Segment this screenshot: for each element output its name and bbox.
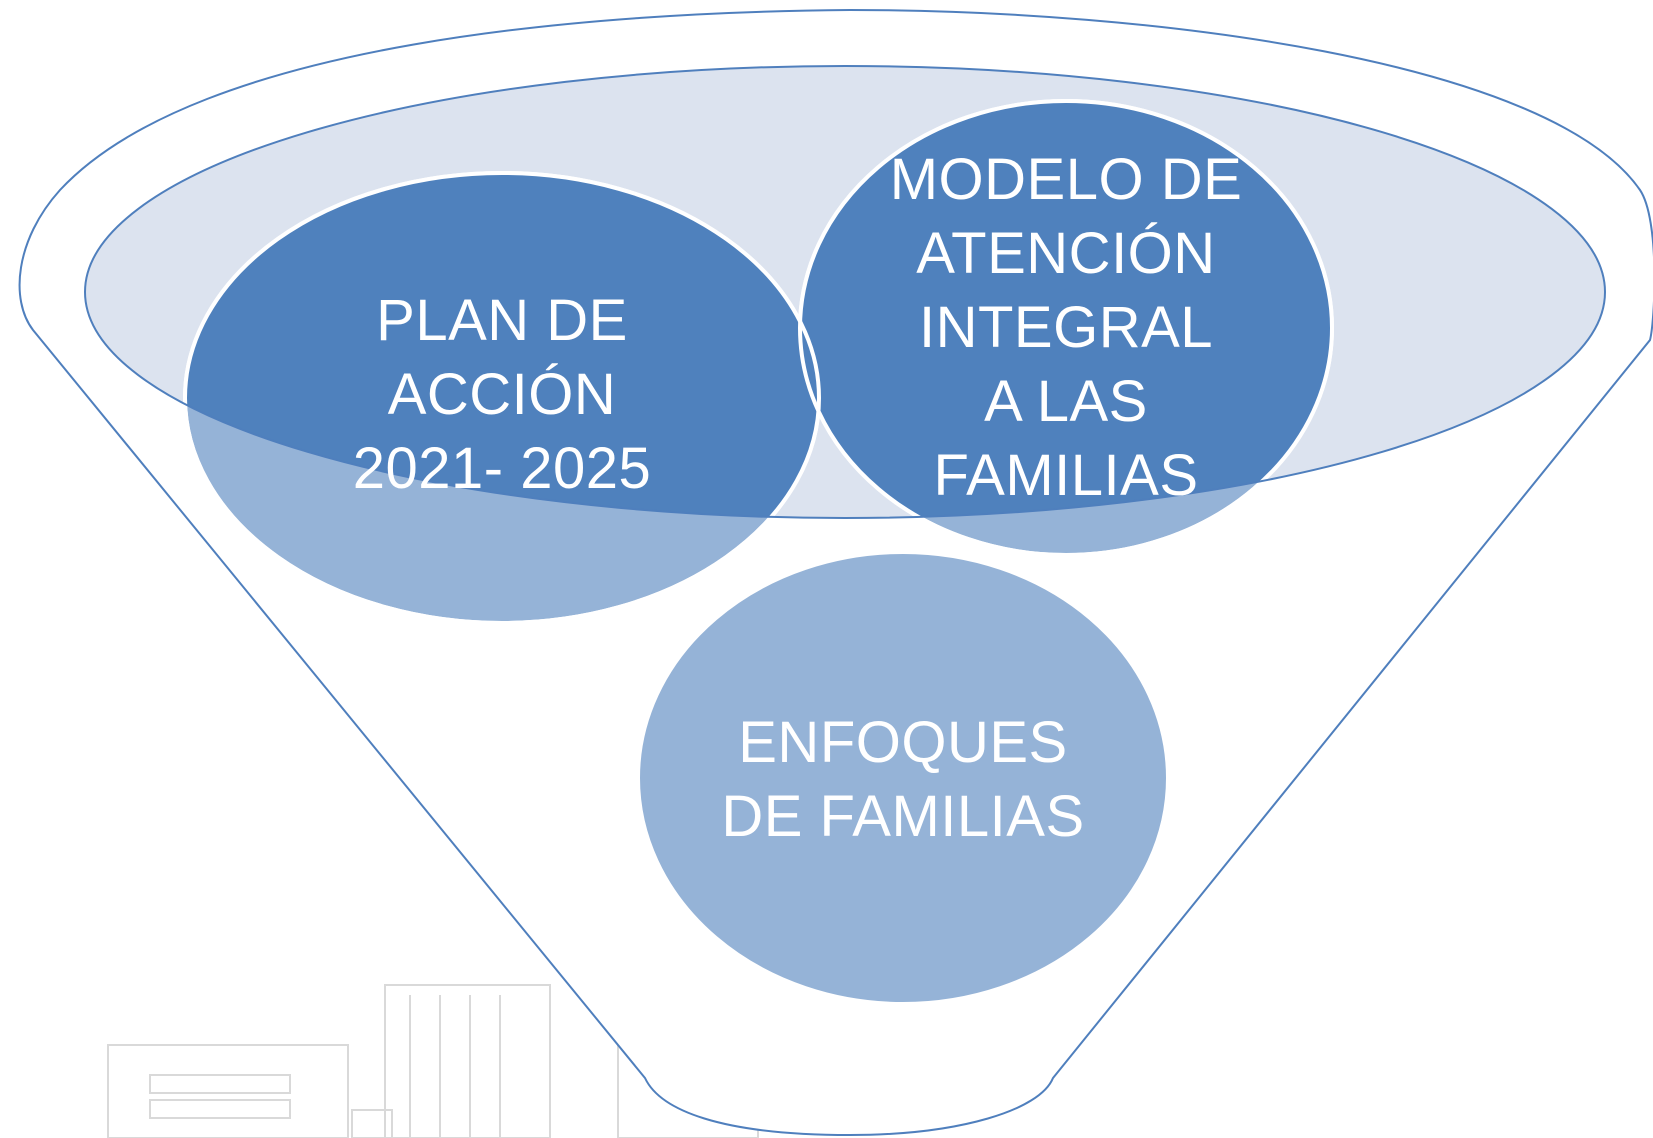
funnel-rim-outline: [84, 65, 1606, 519]
modelo-circle-outline: [798, 99, 1334, 557]
plan-label-line-3: 2021- 2025: [352, 436, 652, 501]
modelo-label-line-3: INTEGRAL: [918, 294, 1214, 360]
modelo-label-line-2: ATENCIÓN: [916, 220, 1216, 286]
plan-label: PLAN DE ACCIÓN 2021- 2025: [302, 260, 702, 530]
enfoques-circle: [636, 550, 1170, 1006]
enfoques-label-line-2: DE FAMILIAS: [721, 784, 1085, 849]
enfoques-label: ENFOQUES DE FAMILIAS: [703, 700, 1103, 860]
plan-label-line-1: PLAN DE: [376, 288, 628, 353]
modelo-label-line-5: FAMILIAS: [933, 442, 1199, 508]
modelo-label-line-1: MODELO DE: [889, 146, 1243, 212]
modelo-label-line-4: A LAS: [984, 368, 1148, 434]
plan-label-line-2: ACCIÓN: [387, 362, 617, 427]
modelo-label: MODELO DE ATENCIÓN INTEGRAL A LAS FAMILI…: [866, 140, 1266, 515]
enfoques-label-line-1: ENFOQUES: [738, 710, 1068, 775]
plan-circle-outline: [183, 171, 821, 625]
